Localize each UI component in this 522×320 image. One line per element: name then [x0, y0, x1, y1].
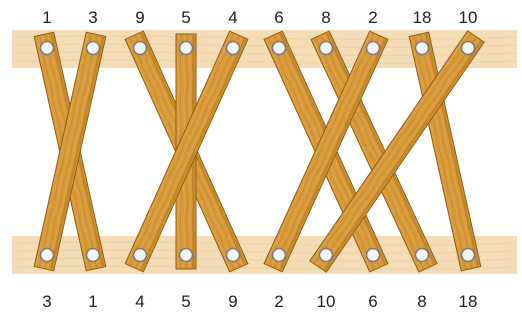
- bottom-label: 18: [448, 292, 488, 312]
- bottom-label: 6: [353, 292, 393, 312]
- bottom-peg: [227, 249, 240, 262]
- top-peg: [416, 42, 429, 55]
- bottom-label: 8: [402, 292, 442, 312]
- top-peg: [41, 42, 54, 55]
- bottom-peg: [367, 249, 380, 262]
- bottom-label: 1: [73, 292, 113, 312]
- top-peg: [273, 42, 286, 55]
- bottom-peg: [134, 249, 147, 262]
- bottom-peg: [416, 249, 429, 262]
- bottom-label: 10: [306, 292, 346, 312]
- bottom-peg: [41, 249, 54, 262]
- top-peg: [180, 42, 193, 55]
- top-peg: [134, 42, 147, 55]
- top-peg: [87, 42, 100, 55]
- bottom-peg: [87, 249, 100, 262]
- top-peg: [320, 42, 333, 55]
- bottom-label: 4: [120, 292, 160, 312]
- bottom-peg: [180, 249, 193, 262]
- top-peg: [227, 42, 240, 55]
- bottom-label: 5: [166, 292, 206, 312]
- bottom-label: 9: [213, 292, 253, 312]
- bottom-label: 3: [27, 292, 67, 312]
- bottom-peg: [320, 249, 333, 262]
- bottom-peg: [462, 249, 475, 262]
- bottom-label: 2: [259, 292, 299, 312]
- top-peg: [462, 42, 475, 55]
- bottom-peg: [273, 249, 286, 262]
- top-peg: [367, 42, 380, 55]
